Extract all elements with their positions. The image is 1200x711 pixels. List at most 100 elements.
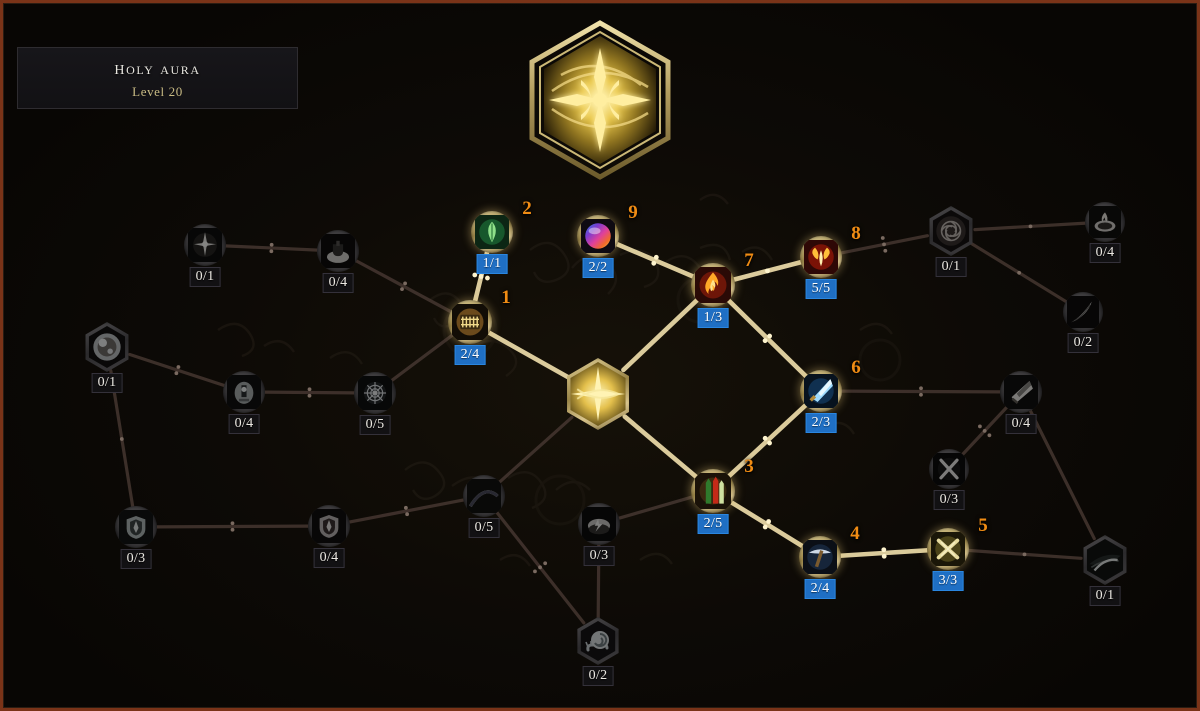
green-leaf-icon <box>475 215 509 249</box>
edge-n-rosehex-n-flamecup <box>973 221 1088 232</box>
edge-dot <box>1017 270 1022 275</box>
skill-node-n-pick[interactable] <box>799 536 841 578</box>
allocation-order-n-prism: 9 <box>628 202 638 223</box>
rank-badge-n-leaf: 1/1 <box>476 254 508 274</box>
node-ring <box>85 322 129 372</box>
edge-dot <box>767 333 773 339</box>
page-title: Holy Aura <box>114 56 201 79</box>
edge-dot <box>1028 224 1033 229</box>
edge-n-flame-n-spear <box>725 297 810 380</box>
skill-node-n-snail[interactable] <box>574 617 622 665</box>
skill-node-n-shield-teal[interactable] <box>115 506 157 548</box>
edge-dot <box>762 524 768 530</box>
edge-n-rosette-n-scroll <box>389 332 455 383</box>
skill-node-n-scroll[interactable] <box>448 300 492 344</box>
skill-node-n-rosette[interactable] <box>354 372 396 414</box>
allocation-order-n-goldblade: 5 <box>978 515 988 536</box>
skill-node-root[interactable] <box>562 358 634 430</box>
edge-n-shield-teal-n-shield-red <box>154 524 311 529</box>
rank-badge-n-rosehex: 0/1 <box>935 257 967 277</box>
edge-dot <box>230 521 235 526</box>
skill-node-n-storm[interactable] <box>578 503 620 545</box>
edge-dot <box>767 440 772 446</box>
node-ring <box>578 503 620 545</box>
edge-n-shield-red-n-rainbowarc <box>347 498 466 524</box>
skill-node-n-flame[interactable] <box>691 263 735 307</box>
rank-badge-n-lantern: 0/4 <box>228 414 260 434</box>
edge-dot <box>307 387 312 392</box>
skill-node-n-prism[interactable] <box>577 215 619 257</box>
skill-node-n-shield-red[interactable] <box>308 505 350 547</box>
edge-dot <box>762 338 768 344</box>
rank-badge-n-shield-teal: 0/3 <box>120 549 152 569</box>
crystal-spear-icon <box>804 374 838 408</box>
edge-n-arrows-n-pick <box>728 499 806 549</box>
level-label: Level 20 <box>132 83 183 99</box>
edge-n-shard-n-daggers <box>960 405 1009 457</box>
node-ring <box>1000 371 1042 413</box>
rank-badge-n-pick: 2/4 <box>804 579 836 599</box>
edge-dot <box>174 371 179 376</box>
skill-node-n-shard[interactable] <box>1000 371 1042 413</box>
skill-node-n-goldblade[interactable] <box>927 528 969 570</box>
flame-icon <box>695 267 731 303</box>
comet-icon <box>1067 296 1099 328</box>
prismatic-orb-icon <box>581 219 615 253</box>
allocation-order-n-scroll: 1 <box>501 287 511 308</box>
node-ring <box>799 536 841 578</box>
allocation-order-n-leaf: 2 <box>522 198 532 219</box>
storm-cloud-icon <box>582 507 616 541</box>
edge-dot <box>880 236 885 240</box>
skill-node-n-darkhex[interactable] <box>1080 535 1130 585</box>
skill-node-n-rosehex[interactable] <box>926 206 976 256</box>
flame-cup-icon <box>1089 206 1121 238</box>
allocation-order-n-spear: 6 <box>851 357 861 378</box>
skill-node-n-daggers[interactable] <box>929 449 969 489</box>
node-ring <box>184 224 226 266</box>
edge-dot <box>543 561 548 566</box>
chalice-icon <box>321 234 355 268</box>
rank-badge-n-snail: 0/2 <box>582 666 614 686</box>
allocation-order-n-flame: 7 <box>744 250 754 271</box>
rank-badge-n-darkhex: 0/1 <box>1089 586 1121 606</box>
skill-node-n-orbhex[interactable] <box>82 322 132 372</box>
node-ring <box>691 469 735 513</box>
node-ring <box>317 230 359 272</box>
skill-node-n-flamecup[interactable] <box>1085 202 1125 242</box>
skill-node-n-cross[interactable] <box>184 224 226 266</box>
skill-node-n-lantern[interactable] <box>223 371 265 413</box>
skill-node-n-chalice[interactable] <box>317 230 359 272</box>
edge-dot <box>485 275 490 281</box>
edge-dot <box>651 260 657 266</box>
rainbow-arc-icon <box>467 479 501 513</box>
rank-badge-n-rainbowarc: 0/5 <box>468 518 500 538</box>
node-ring <box>1063 292 1103 332</box>
skill-node-n-dualflame[interactable] <box>800 236 842 278</box>
rank-badge-n-scroll: 2/4 <box>454 345 486 365</box>
edge-dot <box>269 242 274 247</box>
edge-dot <box>403 505 408 510</box>
edge-dot <box>307 393 312 398</box>
gold-crossblade-icon <box>931 532 965 566</box>
ornate-rose-hex-icon <box>932 210 970 252</box>
edge-n-chalice-n-scroll <box>354 258 454 314</box>
skill-node-n-rainbowarc[interactable] <box>463 475 505 517</box>
edge-dot <box>653 254 659 260</box>
edge-n-cross-n-chalice <box>223 244 320 252</box>
edge-n-spear-n-shard <box>839 389 1003 394</box>
skill-node-n-arrows[interactable] <box>691 469 735 513</box>
edge-n-lantern-n-rosette <box>262 390 357 395</box>
skill-node-n-comet[interactable] <box>1063 292 1103 332</box>
node-ring <box>1085 202 1125 242</box>
rank-badge-n-orbhex: 0/1 <box>91 373 123 393</box>
node-ring <box>927 528 969 570</box>
edge-dot <box>881 553 887 559</box>
skill-node-n-leaf[interactable] <box>471 211 513 253</box>
edge-n-rainbowarc-n-snail <box>494 510 586 625</box>
rank-badge-n-daggers: 0/3 <box>933 490 965 510</box>
node-ring <box>800 370 842 412</box>
rank-badge-n-prism: 2/2 <box>582 258 614 278</box>
skill-node-n-spear[interactable] <box>800 370 842 412</box>
rank-badge-n-flame: 1/3 <box>697 308 729 328</box>
